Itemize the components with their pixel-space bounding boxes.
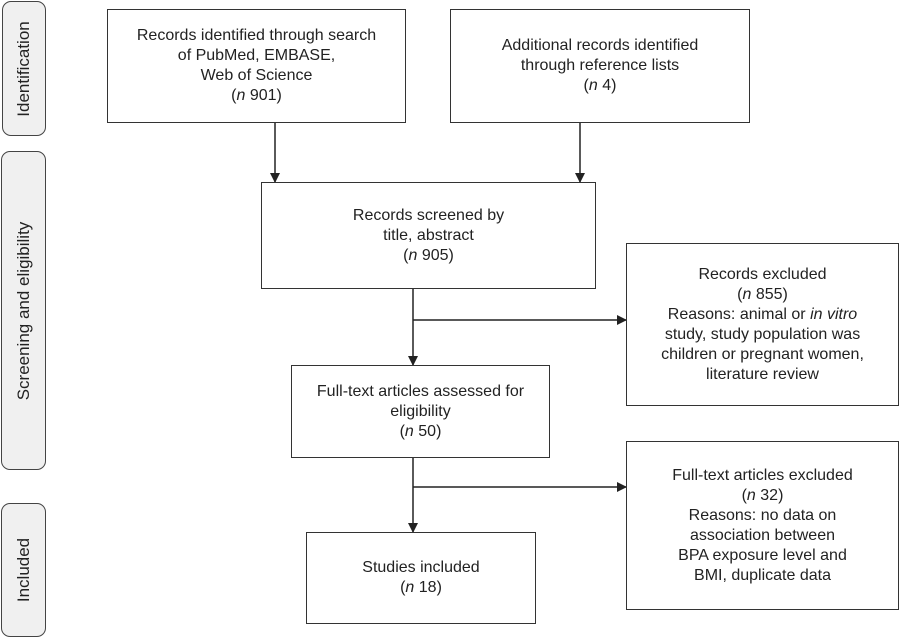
reasons-line: BPA exposure level and	[678, 546, 847, 564]
reasons-line: Reasons: no data on	[688, 506, 837, 524]
box-text-line: of PubMed, EMBASE,	[177, 47, 336, 64]
box-text-line: Records screened by	[352, 206, 505, 224]
count-label: (n 901)	[231, 87, 282, 104]
box-title: Full-text articles excluded	[672, 466, 853, 484]
box-text-line: Records identified through search	[136, 27, 377, 44]
box-text-line: eligibility	[390, 402, 451, 420]
box-fulltext-excluded: Full-text articles excluded (n 32) Reaso…	[626, 441, 899, 610]
box-studies-included: Studies included (n 18)	[306, 532, 536, 624]
count-label: (n 855)	[737, 285, 788, 303]
reasons-line: literature review	[706, 365, 819, 383]
count-label: (n 32)	[741, 486, 784, 504]
count-label: (n 50)	[399, 422, 442, 440]
box-text-line: Additional records identified	[501, 37, 699, 54]
phase-identification: Identification	[2, 1, 46, 136]
box-text-line: through reference lists	[520, 57, 680, 74]
reasons-line: BMI, duplicate data	[694, 566, 831, 584]
count-label: (n 905)	[403, 246, 454, 264]
phase-screening-eligibility: Screening and eligibility	[1, 151, 46, 470]
box-text-line: Web of Science	[200, 67, 313, 84]
box-records-screened: Records screened by title, abstract (n 9…	[261, 182, 596, 289]
box-title: Records excluded	[698, 265, 827, 283]
reasons-line: Reasons: animal or in vitro	[667, 305, 858, 323]
count-label: (n 18)	[400, 579, 442, 596]
reasons-line: study, study population was	[664, 325, 861, 343]
box-text-line: title, abstract	[383, 226, 474, 244]
phase-included: Included	[1, 503, 46, 637]
box-fulltext-assessed: Full-text articles assessed for eligibil…	[291, 365, 550, 458]
box-text-line: Full-text articles assessed for	[316, 382, 525, 400]
box-records-excluded: Records excluded (n 855) Reasons: animal…	[626, 243, 899, 406]
box-text-line: Studies included	[362, 559, 480, 576]
count-label: (n 4)	[583, 77, 617, 94]
reasons-line: association between	[690, 526, 835, 544]
box-additional-records: Additional records identified through re…	[450, 9, 750, 123]
box-records-identified-search: Records identified through search of Pub…	[107, 9, 406, 123]
reasons-line: children or pregnant women,	[661, 345, 864, 363]
